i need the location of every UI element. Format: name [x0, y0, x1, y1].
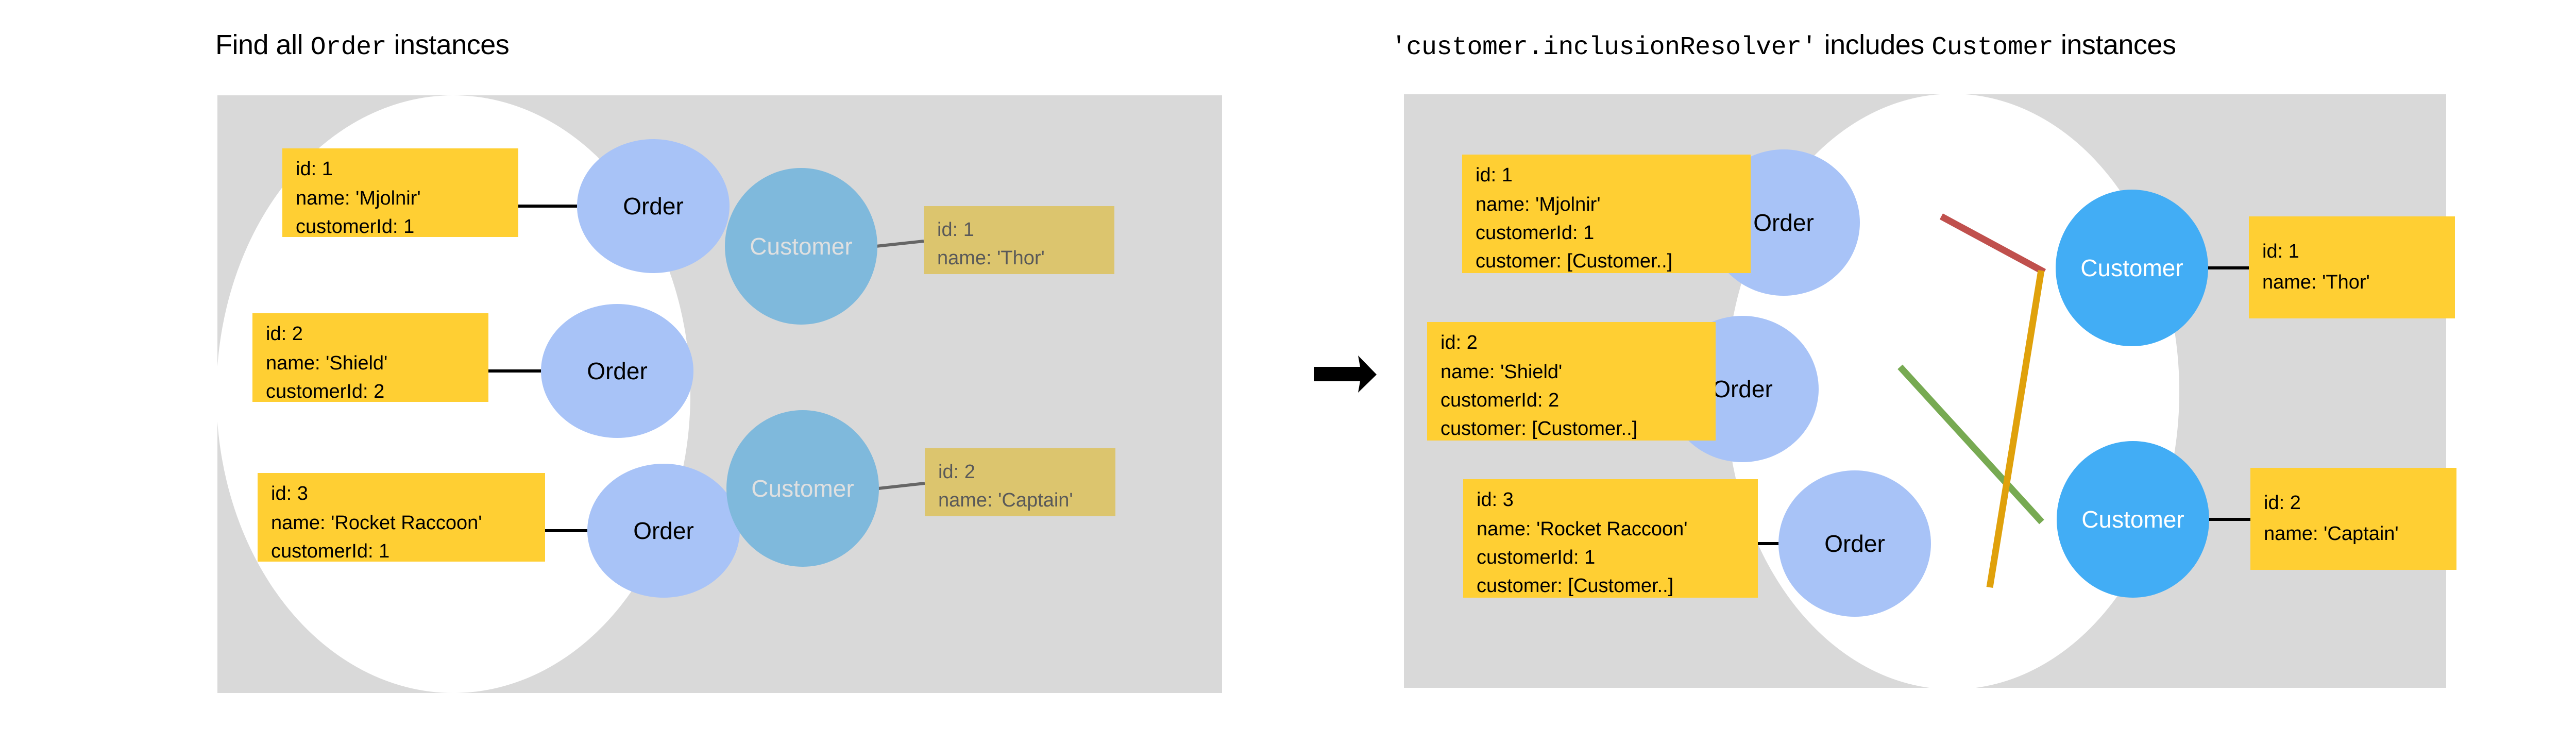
card-line: id: 2: [938, 461, 975, 483]
order-node-circle: [1778, 470, 1931, 617]
customer-node-label: Customer: [2080, 255, 2183, 281]
left-order-node-1[interactable]: Order: [577, 139, 730, 273]
left-title-suffix: instances: [386, 29, 510, 60]
card-background: [282, 148, 518, 237]
relation-order2-customer2: [1897, 364, 2044, 525]
order-node-circle: [587, 464, 740, 598]
order-node-circle: [577, 139, 730, 273]
right-panel: Order Order Order Customer Customer: [1404, 94, 2456, 689]
left-title-code: Order: [310, 33, 387, 62]
card-line: id: 1: [1476, 164, 1513, 186]
card-line: name: 'Rocket Raccoon': [271, 512, 482, 534]
card-line: name: 'Shield': [1440, 361, 1562, 383]
right-title-code2: Customer: [1931, 33, 2054, 62]
left-title-prefix: Find all: [215, 29, 311, 60]
card-line: name: 'Captain': [938, 489, 1073, 511]
customer-node-label: Customer: [2081, 506, 2184, 533]
customer-node-circle: [725, 168, 877, 325]
card-line: id: 2: [1440, 332, 1478, 353]
card-line: name: 'Captain': [2264, 523, 2399, 545]
left-order-node-2[interactable]: Order: [541, 304, 693, 438]
card-background: [2249, 216, 2455, 318]
order-node-label: Order: [587, 358, 648, 384]
right-arrow-icon: [1314, 356, 1377, 393]
order-node-label: Order: [1753, 209, 1814, 236]
card-background: [1462, 155, 1751, 273]
customer-node-label: Customer: [750, 233, 852, 260]
customer-node-circle: [2056, 190, 2208, 346]
customer-node-circle: [2057, 441, 2209, 598]
order-node-label: Order: [623, 193, 684, 219]
card-line: customer: [Customer..]: [1440, 418, 1637, 439]
card-line: customerId: 1: [1476, 222, 1594, 244]
left-customer-node-2[interactable]: Customer: [726, 410, 879, 567]
right-title-code: 'customer.inclusionResolver': [1391, 33, 1817, 62]
arrow-glyph: [1314, 356, 1377, 393]
right-order-card-1[interactable]: id: 1 name: 'Mjolnir' customerId: 1 cust…: [1462, 155, 1751, 273]
card-line: id: 3: [271, 483, 308, 504]
card-background: [1463, 479, 1758, 598]
left-panel: Order Order Order Customer Customer: [216, 95, 1222, 693]
order-node-label: Order: [1712, 376, 1773, 402]
right-customer-node-2[interactable]: Customer: [2057, 441, 2209, 598]
card-line: name: 'Thor': [2262, 272, 2370, 293]
right-order-node-3[interactable]: Order: [1778, 470, 1931, 617]
left-order-card-2[interactable]: id: 2 name: 'Shield' customerId: 2: [252, 313, 488, 402]
card-line: name: 'Thor': [937, 247, 1045, 269]
card-background: [924, 206, 1114, 274]
card-background: [1427, 322, 1716, 441]
customer-node-circle: [726, 410, 879, 567]
card-line: customerId: 1: [271, 540, 389, 562]
card-line: name: 'Shield': [266, 352, 387, 374]
right-panel-title: 'customer.inclusionResolver' includes Cu…: [1391, 29, 2176, 62]
card-line: name: 'Rocket Raccoon': [1477, 518, 1687, 540]
card-line: id: 1: [937, 219, 974, 241]
left-customer-card-1[interactable]: id: 1 name: 'Thor': [924, 206, 1114, 274]
card-line: id: 1: [2262, 241, 2299, 262]
left-customer-card-2[interactable]: id: 2 name: 'Captain': [925, 448, 1115, 516]
order-node-label: Order: [633, 517, 694, 544]
right-title-suffix: instances: [2053, 29, 2176, 60]
card-background: [925, 448, 1115, 516]
card-line: customer: [Customer..]: [1477, 575, 1673, 597]
card-line: id: 3: [1477, 489, 1514, 511]
customer-node-label: Customer: [751, 475, 854, 502]
card-background: [258, 473, 545, 562]
right-title-mid: includes: [1817, 29, 1932, 60]
order-node-label: Order: [1824, 530, 1885, 557]
left-link-customer1-card: [875, 240, 924, 248]
card-line: customerId: 1: [1477, 547, 1595, 568]
card-background: [2250, 468, 2456, 570]
card-line: customer: [Customer..]: [1476, 250, 1672, 272]
card-line: id: 2: [266, 323, 303, 345]
left-order-card-3[interactable]: id: 3 name: 'Rocket Raccoon' customerId:…: [258, 473, 545, 562]
right-customer-node-1[interactable]: Customer: [2056, 190, 2208, 346]
left-order-card-1[interactable]: id: 1 name: 'Mjolnir' customerId: 1: [282, 148, 518, 238]
card-line: name: 'Mjolnir': [1476, 194, 1601, 215]
left-panel-title: Find all Order instances: [215, 29, 510, 62]
card-line: customerId: 2: [1440, 390, 1559, 411]
card-line: id: 2: [2264, 492, 2301, 514]
card-background: [252, 313, 488, 402]
card-line: id: 1: [296, 158, 333, 180]
relation-order1-customer1: [1939, 213, 2046, 275]
right-customer-card-2[interactable]: id: 2 name: 'Captain': [2250, 468, 2456, 570]
card-line: customerId: 2: [266, 381, 384, 402]
card-line: customerId: 1: [296, 216, 414, 238]
right-order-card-2[interactable]: id: 2 name: 'Shield' customerId: 2 custo…: [1427, 322, 1716, 441]
right-customer-card-1[interactable]: id: 1 name: 'Thor': [2249, 216, 2455, 318]
left-customer-node-1[interactable]: Customer: [725, 168, 877, 325]
card-line: name: 'Mjolnir': [296, 188, 421, 209]
left-link-customer2-card: [878, 482, 925, 490]
order-node-circle: [541, 304, 693, 438]
relation-order3-customer1: [1986, 269, 2045, 588]
right-order-card-3[interactable]: id: 3 name: 'Rocket Raccoon' customerId:…: [1463, 479, 1758, 598]
left-order-node-3[interactable]: Order: [587, 464, 740, 598]
